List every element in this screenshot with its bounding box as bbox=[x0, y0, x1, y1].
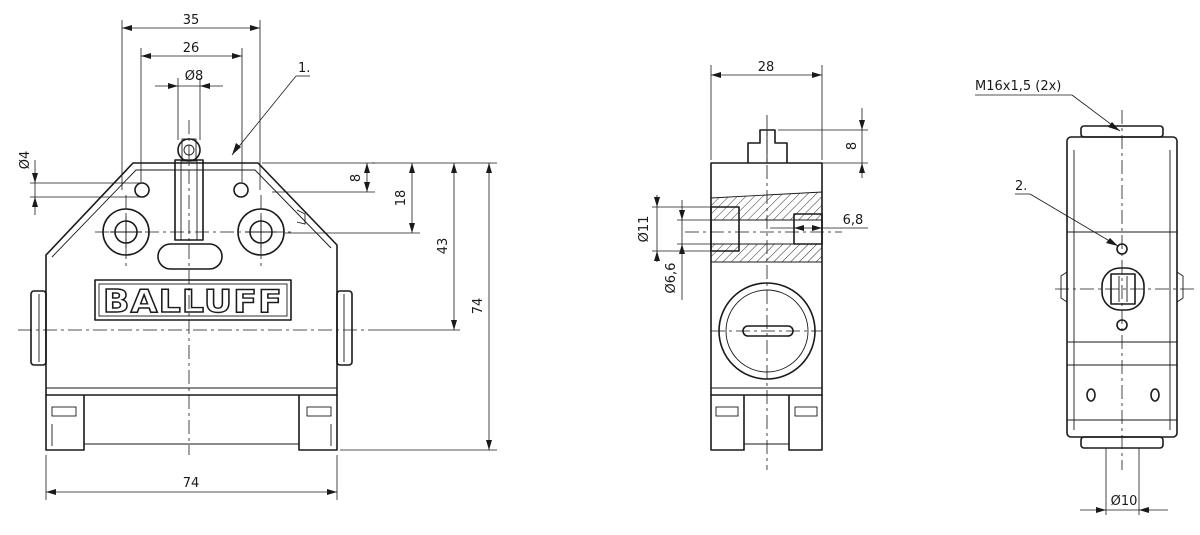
dim-68-label: 6,8 bbox=[843, 213, 864, 228]
front-right-boss bbox=[336, 290, 353, 366]
dim-dia11-label: Ø11 bbox=[637, 216, 652, 243]
brand-logo: BALLUFF bbox=[94, 279, 292, 321]
callout-1-label: 1. bbox=[298, 61, 310, 76]
brand-logo-text: BALLUFF bbox=[103, 284, 283, 320]
side-section-lower bbox=[710, 243, 823, 263]
side-bore-right bbox=[793, 213, 823, 245]
callout-1-leader bbox=[231, 75, 297, 156]
front-view: BALLUFF 1. 35 26 Ø8 bbox=[18, 13, 497, 500]
callout-2-label: 2. bbox=[1015, 179, 1027, 194]
dim-43-label: 43 bbox=[436, 238, 451, 255]
dim-dia66-label: Ø6,6 bbox=[664, 263, 679, 294]
callout-2-leader bbox=[1029, 193, 1119, 247]
dim-8-front-label: 8 bbox=[349, 174, 364, 182]
front-left-boss bbox=[30, 290, 47, 366]
side-section-upper bbox=[710, 191, 823, 221]
dim-28-label: 28 bbox=[758, 60, 775, 75]
thread-label: M16x1,5 (2x) bbox=[975, 79, 1061, 94]
dim-74-vertical-label: 74 bbox=[471, 298, 486, 315]
dim-dia10-label: Ø10 bbox=[1111, 494, 1138, 509]
front-body-outline bbox=[45, 162, 338, 396]
small-hole-right bbox=[233, 182, 249, 198]
dim-8-side-label: 8 bbox=[845, 142, 860, 150]
dim-35-label: 35 bbox=[183, 13, 200, 28]
right-view: M16x1,5 (2x) 2. Ø10 bbox=[975, 79, 1195, 515]
front-left-foot bbox=[45, 395, 85, 451]
dim-74-horizontal-label: 74 bbox=[183, 476, 200, 491]
side-plunger bbox=[747, 129, 788, 163]
dim-dia4-label: Ø4 bbox=[18, 151, 33, 170]
side-view: 28 8 Ø11 Ø6,6 6,8 bbox=[637, 60, 868, 470]
dim-26-label: 26 bbox=[183, 41, 200, 56]
dim-18-label: 18 bbox=[394, 190, 409, 207]
side-bore-left bbox=[710, 206, 740, 252]
side-body-outline bbox=[710, 162, 823, 396]
dim-dia8-label: Ø8 bbox=[185, 69, 204, 84]
small-hole-left bbox=[134, 182, 150, 198]
front-slot bbox=[157, 243, 223, 270]
front-right-foot bbox=[298, 395, 338, 451]
